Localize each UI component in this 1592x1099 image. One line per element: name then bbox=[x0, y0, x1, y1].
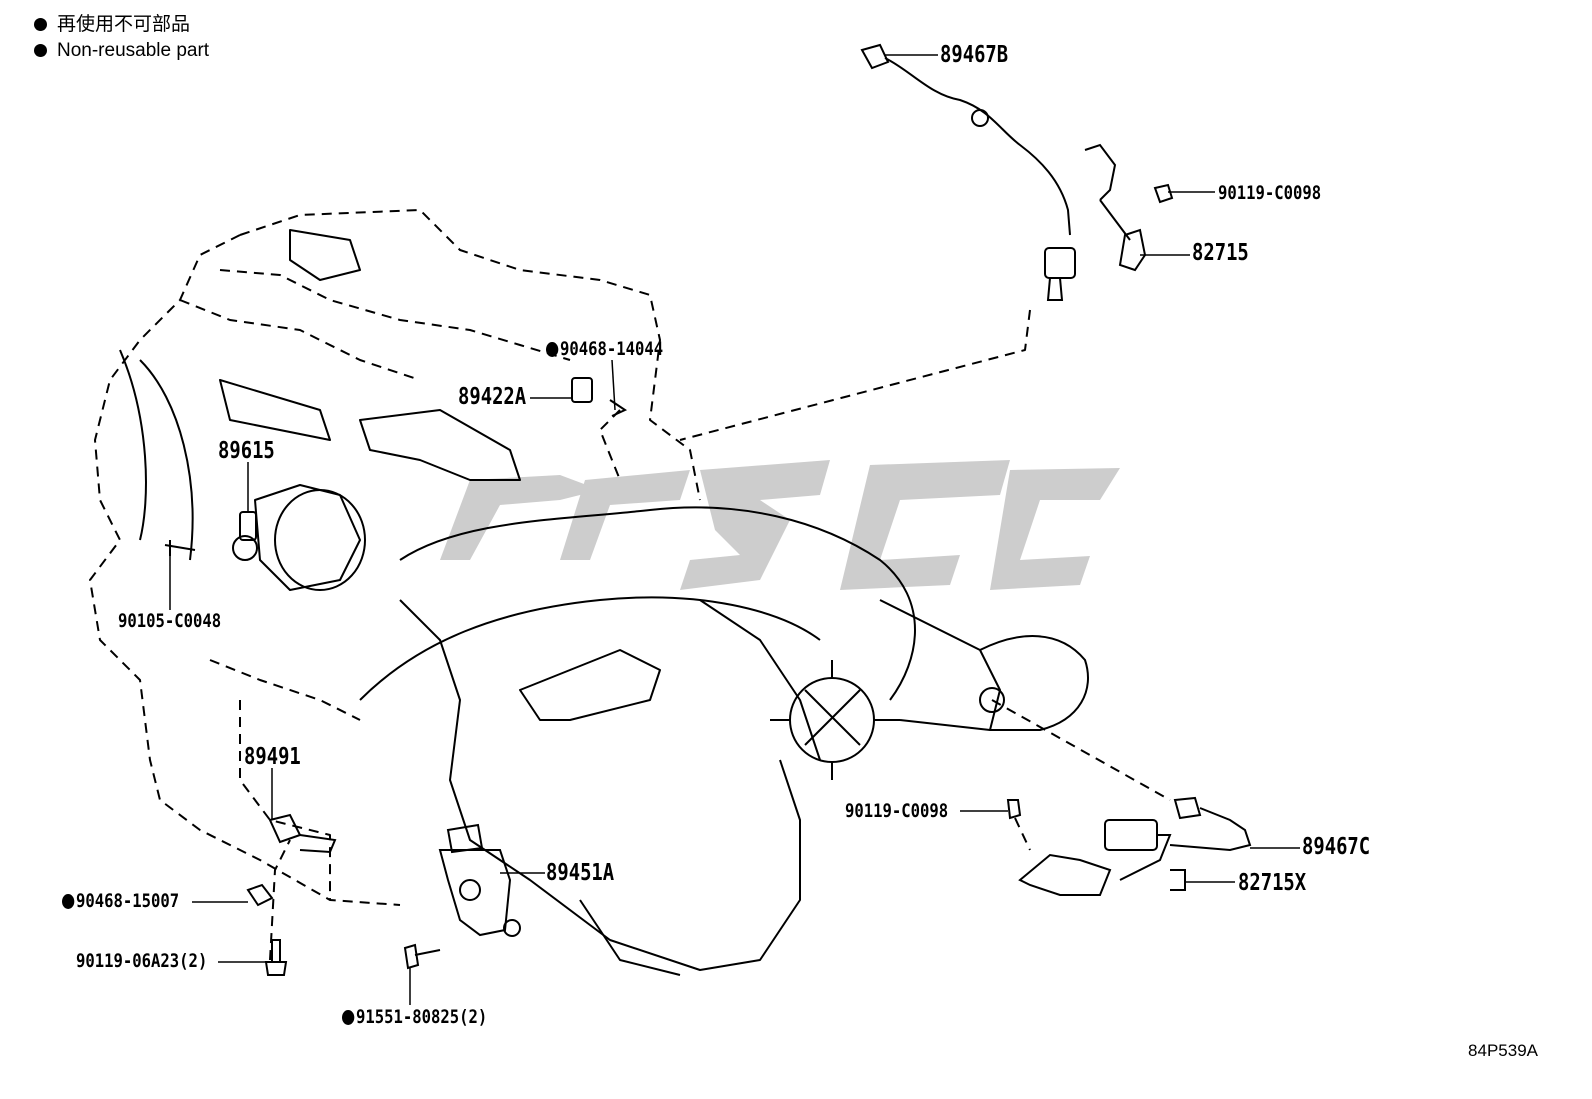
diagram-reference-code: 84P539A bbox=[1468, 1041, 1538, 1060]
legend-japanese-text: 再使用不可部品 bbox=[57, 14, 191, 35]
part-82715-bracket bbox=[1084, 143, 1147, 272]
non-reusable-dot-icon bbox=[342, 1010, 355, 1025]
leader-lines bbox=[169, 54, 1300, 1005]
callout-82715X[interactable]: 82715X bbox=[1238, 870, 1307, 896]
callout-89491[interactable]: 89491 bbox=[244, 744, 301, 770]
callout-90468-14044[interactable]: 90468-14044 bbox=[546, 338, 663, 360]
part-90119-06A23-bolt bbox=[264, 939, 288, 976]
part-82715X-bracket bbox=[1018, 853, 1186, 896]
callout-90119-06A23[interactable]: 90119-06A23(2) bbox=[76, 950, 208, 972]
callout-90468-15007[interactable]: 90468-15007 bbox=[62, 890, 179, 912]
transaxle-assembly bbox=[89, 209, 1171, 976]
part-89467B-oxygen-sensor bbox=[860, 43, 1076, 301]
callout-89451A[interactable]: 89451A bbox=[546, 860, 615, 886]
callout-90119-C0098-top[interactable]: 90119-C0098 bbox=[1218, 182, 1322, 204]
part-89615-sensor bbox=[164, 511, 258, 561]
callout-89615[interactable]: 89615 bbox=[218, 438, 275, 464]
legend-row-english: Non-reusable part bbox=[34, 40, 209, 62]
part-91551-80825-bolt bbox=[403, 943, 441, 970]
callout-82715[interactable]: 82715 bbox=[1192, 240, 1249, 266]
part-89422A-sensor bbox=[571, 377, 628, 417]
callout-90119-C0098-mid[interactable]: 90119-C0098 bbox=[845, 800, 949, 822]
callout-91551-80825[interactable]: 91551-80825(2) bbox=[342, 1006, 487, 1028]
callout-89467C[interactable]: 89467C bbox=[1302, 834, 1371, 860]
legend-english-text: Non-reusable part bbox=[57, 40, 210, 61]
part-89467C-oxygen-sensor bbox=[1104, 796, 1252, 881]
watermark-logo bbox=[440, 460, 1120, 590]
part-90119-C0098-bolt-mid bbox=[1006, 799, 1031, 851]
part-89491-sensor bbox=[246, 813, 337, 907]
non-reusable-dot-icon bbox=[62, 894, 75, 909]
part-89451A-switch bbox=[438, 823, 521, 937]
part-90119-C0098-bolt-top bbox=[1153, 183, 1174, 204]
non-reusable-dot-icon bbox=[34, 18, 47, 31]
callout-89422A[interactable]: 89422A bbox=[458, 384, 527, 410]
non-reusable-dot-icon bbox=[34, 44, 47, 57]
callout-90105-C0048[interactable]: 90105-C0048 bbox=[118, 610, 222, 632]
legend-row-japanese: 再使用不可部品 bbox=[34, 14, 190, 36]
non-reusable-dot-icon bbox=[546, 342, 559, 357]
callout-89467B[interactable]: 89467B bbox=[940, 42, 1009, 68]
